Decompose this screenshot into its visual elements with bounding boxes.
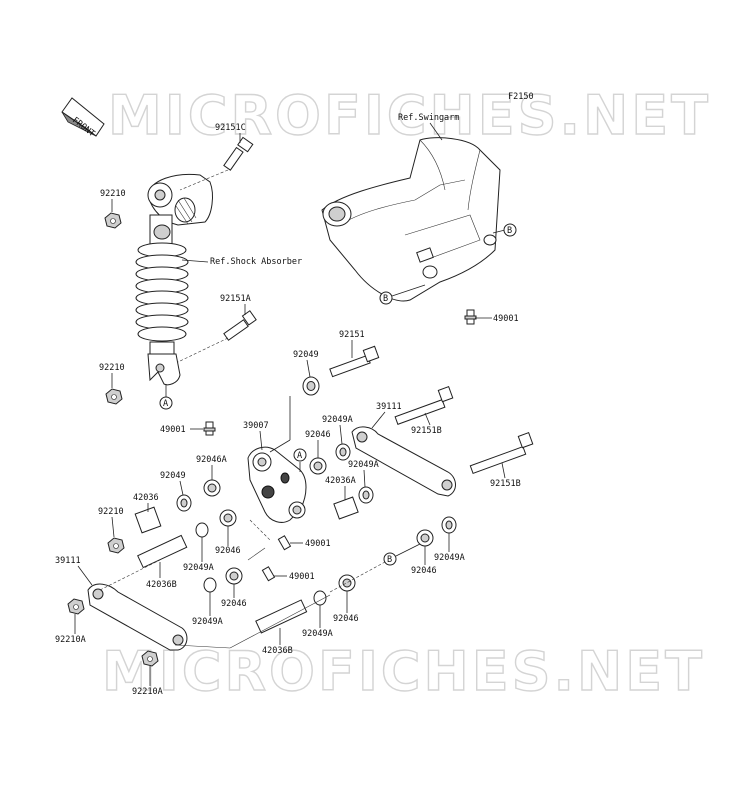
part-label: 39007 xyxy=(243,421,269,431)
part-label: 92046 xyxy=(411,566,437,576)
front-arrow-icon: FRONT xyxy=(61,97,105,139)
part-label: 92049A xyxy=(322,415,353,425)
washer-icon xyxy=(203,577,217,593)
tie-rod-drawing xyxy=(87,583,188,651)
ref-shock-label: Ref.Shock Absorber xyxy=(210,257,302,267)
part-label: 49001 xyxy=(493,314,519,324)
part-label: 92049 xyxy=(160,471,186,481)
part-label: 92046 xyxy=(305,430,331,440)
grease-nipple-icon xyxy=(464,309,477,325)
part-label: 92210A xyxy=(132,687,163,697)
callout-b-label: B xyxy=(383,294,388,304)
tie-rod-drawing xyxy=(351,426,456,497)
callout-b-swingarm xyxy=(503,223,517,237)
part-label: 92151B xyxy=(411,426,442,436)
part-label: 92049A xyxy=(183,563,214,573)
part-label: 92151B xyxy=(490,479,521,489)
bolt-icon xyxy=(329,345,380,378)
part-label: 49001 xyxy=(305,539,331,549)
part-label: 39111 xyxy=(376,402,402,412)
part-label: 42036B xyxy=(262,646,293,656)
part-label: 49001 xyxy=(289,572,315,582)
part-label: 92049A xyxy=(302,629,333,639)
collar-icon xyxy=(134,506,162,534)
part-label: 42036B xyxy=(146,580,177,590)
watermark-bottom: MICROFICHES.NET xyxy=(102,640,705,703)
shock-absorber-drawing xyxy=(135,173,213,386)
bolt-icon xyxy=(469,432,534,474)
bolt-icon xyxy=(223,310,257,341)
part-label: 92151A xyxy=(220,294,251,304)
callout-b-swingarm-2 xyxy=(379,291,393,305)
part-label: 92210 xyxy=(98,507,124,517)
grease-nipple-icon xyxy=(277,535,292,551)
callout-a-shock xyxy=(159,396,173,410)
grease-nipple-icon xyxy=(261,566,276,582)
part-label: 92210 xyxy=(99,363,125,373)
callout-a-label: A xyxy=(297,451,302,461)
callout-b-linkage xyxy=(383,552,397,566)
part-label: 39111 xyxy=(55,556,81,566)
grease-nipple-icon xyxy=(203,421,216,436)
part-label: 92046 xyxy=(221,599,247,609)
callout-a-label: A xyxy=(163,399,168,409)
washer-icon xyxy=(195,522,209,538)
swingarm-drawing xyxy=(321,137,501,302)
part-label: 92210 xyxy=(100,189,126,199)
bolt-icon xyxy=(223,136,254,171)
part-label: 92151 xyxy=(339,330,365,340)
part-label: 92046 xyxy=(215,546,241,556)
part-label: 92049A xyxy=(192,617,223,627)
watermark-top: MICROFICHES.NET xyxy=(108,84,711,147)
part-label: 42036 xyxy=(133,493,159,503)
part-label: 92049A xyxy=(434,553,465,563)
part-label: 92049A xyxy=(348,460,379,470)
ref-swingarm-label: Ref.Swingarm xyxy=(398,113,459,123)
rocker-arm-drawing xyxy=(247,446,307,523)
callout-b-label: B xyxy=(387,555,392,565)
collar-icon xyxy=(255,599,308,634)
collar-icon xyxy=(333,496,359,520)
callout-b-label: B xyxy=(507,226,512,236)
part-label: 92151C xyxy=(215,123,246,133)
bolt-icon xyxy=(394,386,454,425)
part-label: 49001 xyxy=(160,425,186,435)
part-label: 92049 xyxy=(293,350,319,360)
part-label: 92046 xyxy=(333,614,359,624)
collar-icon xyxy=(137,534,188,569)
callout-a-rocker xyxy=(293,448,307,462)
part-label: 92046A xyxy=(196,455,227,465)
drawing-code: F2150 xyxy=(508,92,534,102)
part-label: 42036A xyxy=(325,476,356,486)
part-label: 92210A xyxy=(55,635,86,645)
